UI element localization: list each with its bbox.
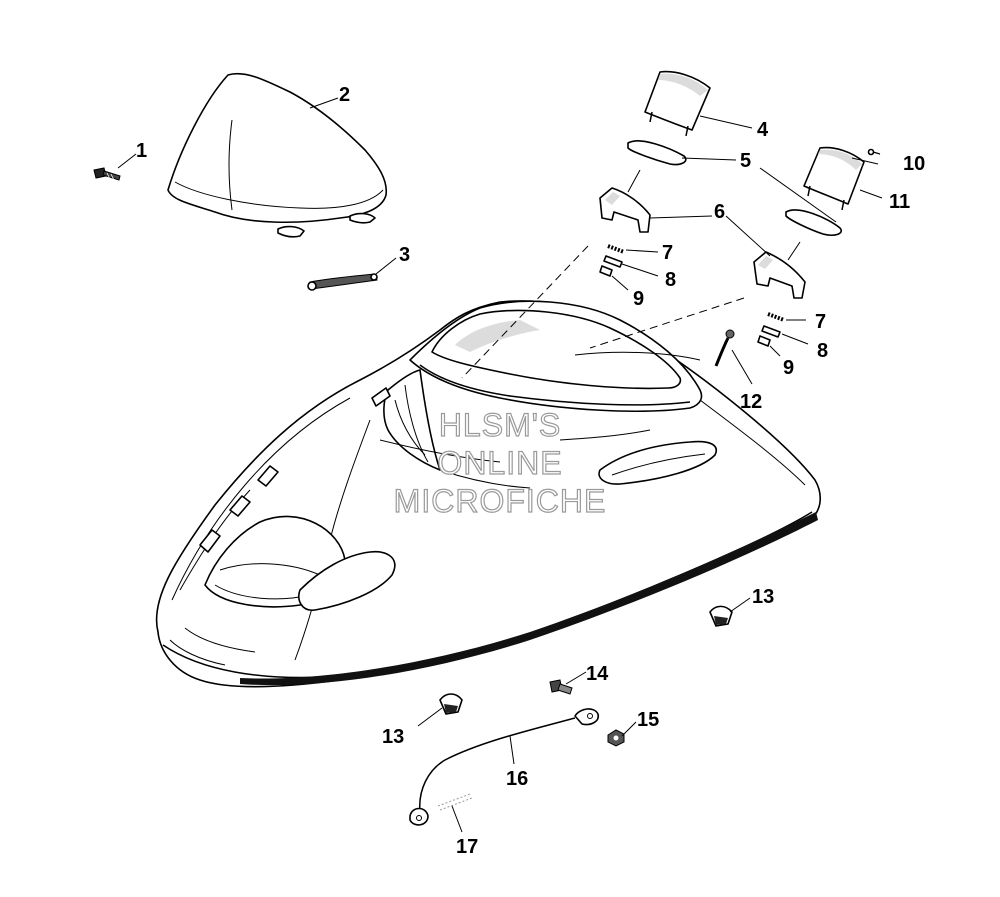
callout-3: 3 xyxy=(399,244,410,266)
callout-8-right: 8 xyxy=(817,340,828,362)
watermark-line-2: ONLINE xyxy=(437,445,562,481)
bolt-part-14 xyxy=(549,679,573,695)
bracket-part-6a xyxy=(599,187,651,233)
callout-13-right: 13 xyxy=(752,586,774,608)
grommet-part-9b xyxy=(757,335,771,347)
callout-1: 1 xyxy=(136,140,147,162)
callout-7-left: 7 xyxy=(662,242,673,264)
nut-part-15 xyxy=(607,729,625,747)
pin-part-8b xyxy=(761,325,781,338)
grommet-part-9a xyxy=(599,265,613,277)
callout-8-left: 8 xyxy=(665,269,676,291)
hose-part-12 xyxy=(714,329,735,367)
centerlines xyxy=(461,169,801,379)
callout-16: 16 xyxy=(506,768,528,790)
callout-labels: 1 2 3 4 5 6 7 8 9 10 11 7 8 9 12 13 13 1… xyxy=(136,84,925,858)
screw-part-10 xyxy=(867,148,881,156)
callout-5: 5 xyxy=(740,150,751,172)
callout-6: 6 xyxy=(714,201,725,223)
callout-17: 17 xyxy=(456,836,478,858)
callout-11: 11 xyxy=(889,191,910,213)
strap-part-3 xyxy=(307,273,378,291)
callout-14: 14 xyxy=(586,663,609,685)
gauge-part-4 xyxy=(644,70,711,137)
callout-9-left: 9 xyxy=(633,288,644,310)
retainer-part-13a xyxy=(439,693,463,715)
bracket-part-6b xyxy=(753,251,806,299)
leader-lines xyxy=(117,97,883,833)
pin-part-8a xyxy=(603,255,623,268)
callout-2: 2 xyxy=(339,84,350,106)
watermark-line-3: MICROFICHE xyxy=(394,483,607,519)
callout-12: 12 xyxy=(740,391,762,413)
spring-part-7a xyxy=(607,244,625,254)
callout-9-right: 9 xyxy=(783,357,794,379)
hood xyxy=(155,300,822,688)
spring-part-7b xyxy=(767,312,785,322)
watermark: HLSM'S ONLINE MICROFICHE xyxy=(393,406,607,519)
windshield xyxy=(167,72,388,238)
watermark-line-1: HLSM'S xyxy=(439,407,561,443)
callout-7-right: 7 xyxy=(815,311,826,333)
screw-part-1 xyxy=(93,167,121,181)
gauge-part-11 xyxy=(803,146,865,211)
retainer-part-13b xyxy=(709,605,733,627)
gasket-part-5b xyxy=(785,209,842,236)
label-part-17 xyxy=(437,793,473,811)
tether-part-16 xyxy=(409,708,600,826)
gasket-part-5a xyxy=(627,140,687,166)
callout-13-left: 13 xyxy=(382,726,404,748)
callout-4: 4 xyxy=(757,119,769,141)
callout-10: 10 xyxy=(903,153,925,175)
callout-15: 15 xyxy=(637,709,659,731)
